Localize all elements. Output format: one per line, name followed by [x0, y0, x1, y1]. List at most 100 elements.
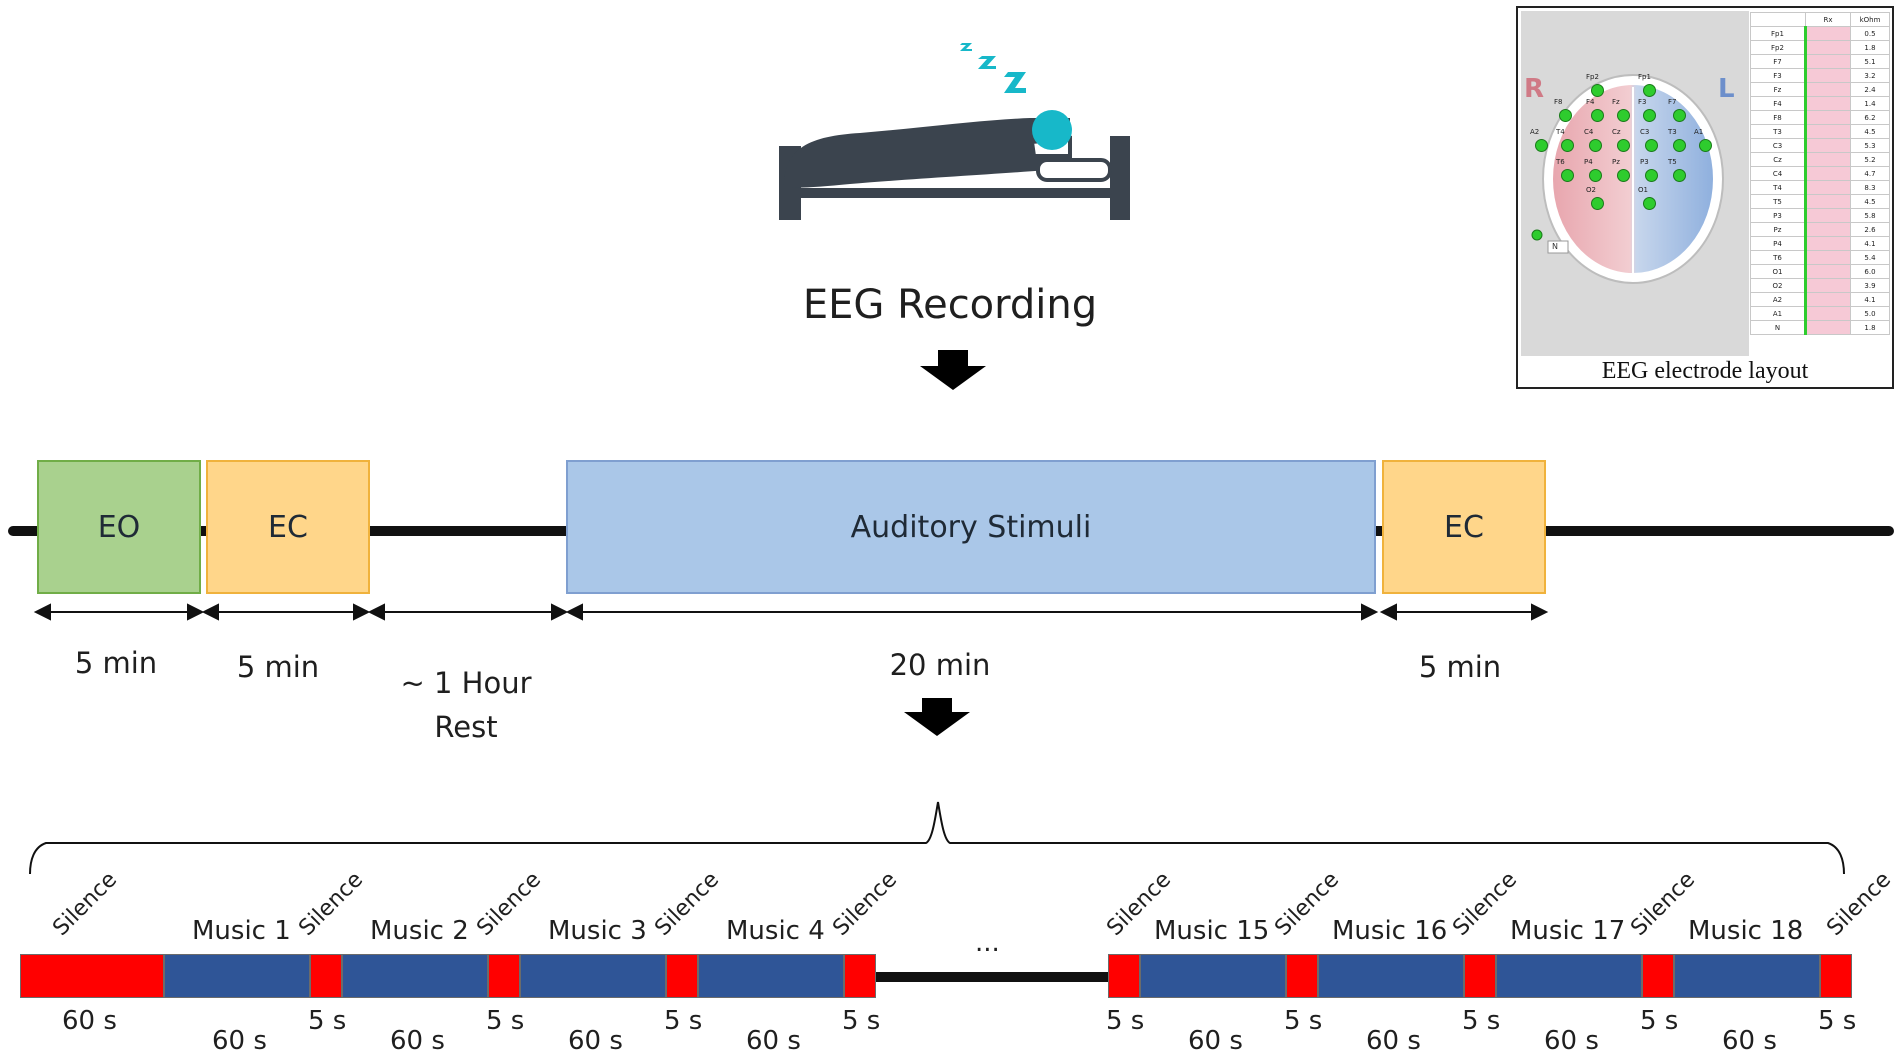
- electrode-label: T3: [1668, 128, 1677, 136]
- head-icon: [1032, 110, 1072, 150]
- electrode-o1: [1643, 197, 1656, 210]
- impedance-value: 8.3: [1850, 180, 1890, 195]
- music-label: Music 17: [1510, 916, 1626, 946]
- impedance-bar: [1804, 54, 1851, 69]
- electrode-c3: [1645, 139, 1658, 152]
- impedance-bar: [1804, 236, 1851, 251]
- electrode-label: T6: [1556, 158, 1565, 166]
- impedance-electrode: Cz: [1750, 152, 1806, 167]
- music-segment: [1140, 954, 1286, 998]
- electrode-t6: [1561, 169, 1574, 182]
- electrode-f8: [1559, 109, 1572, 122]
- electrode-f3: [1643, 109, 1656, 122]
- sleep-illustration: [779, 43, 1130, 220]
- impedance-bar: [1804, 306, 1851, 321]
- electrode-label: P3: [1640, 158, 1649, 166]
- impedance-electrode: A1: [1750, 306, 1806, 321]
- silence-segment: [1286, 954, 1318, 998]
- electrode-o2: [1591, 197, 1604, 210]
- impedance-electrode: O2: [1750, 278, 1806, 293]
- impedance-electrode: A2: [1750, 292, 1806, 307]
- impedance-bar: [1804, 320, 1851, 335]
- electrode-fp2: [1591, 84, 1604, 97]
- music-duration: 60 s: [212, 1026, 267, 1056]
- impedance-value: 5.8: [1850, 208, 1890, 223]
- gap-duration: 5 s: [1106, 1006, 1145, 1036]
- ec-block-1: EC: [206, 460, 370, 594]
- expansion-brace: [29, 801, 1845, 875]
- impedance-value: 5.4: [1850, 250, 1890, 265]
- music-label: Music 4: [726, 916, 825, 946]
- impedance-electrode: T3: [1750, 124, 1806, 139]
- impedance-value: 1.4: [1850, 96, 1890, 111]
- impedance-value: 5.1: [1850, 54, 1890, 69]
- impedance-electrode: F7: [1750, 54, 1806, 69]
- impedance-bar: [1804, 194, 1851, 209]
- electrode-label: O1: [1638, 186, 1648, 194]
- impedance-row: T3 4.5: [1750, 124, 1890, 139]
- impedance-value: 2.4: [1850, 82, 1890, 97]
- impedance-bar: [1804, 124, 1851, 139]
- electrode-label: F8: [1554, 98, 1563, 106]
- silence-segment: [1642, 954, 1674, 998]
- impedance-electrode: F4: [1750, 96, 1806, 111]
- electrode-label: Pz: [1612, 158, 1620, 166]
- impedance-value: 0.5: [1850, 26, 1890, 41]
- gap-duration: 5 s: [1462, 1006, 1501, 1036]
- electrode-f7: [1673, 109, 1686, 122]
- electrode-label: Cz: [1612, 128, 1621, 136]
- impedance-electrode: F8: [1750, 110, 1806, 125]
- impedance-electrode: O1: [1750, 264, 1806, 279]
- impedance-electrode: T4: [1750, 180, 1806, 195]
- music-segment: [164, 954, 310, 998]
- impedance-bar: [1804, 40, 1851, 55]
- impedance-header-kohm: kOhm: [1850, 12, 1890, 27]
- auditory-stimuli-block: Auditory Stimuli: [566, 460, 1376, 594]
- impedance-electrode: Fz: [1750, 82, 1806, 97]
- electrode-label: C4: [1584, 128, 1594, 136]
- electrode-label: C3: [1640, 128, 1650, 136]
- gap-duration: 5 s: [842, 1006, 881, 1036]
- silence-segment: [310, 954, 342, 998]
- electrode-label: F3: [1638, 98, 1647, 106]
- music-label: Music 2: [370, 916, 469, 946]
- hemisphere-left-label: L: [1718, 74, 1735, 104]
- impedance-electrode: C4: [1750, 166, 1806, 181]
- impedance-bar: [1804, 264, 1851, 279]
- music-label: Music 15: [1154, 916, 1270, 946]
- head-montage: [1531, 74, 1724, 284]
- impedance-electrode: Fp1: [1750, 26, 1806, 41]
- electrode-label: Fz: [1612, 98, 1620, 106]
- bed-icon: [779, 118, 1130, 220]
- electrode-t3: [1673, 139, 1686, 152]
- electrode-a2: [1535, 139, 1548, 152]
- impedance-value: 1.8: [1850, 320, 1890, 335]
- music-duration: 60 s: [1366, 1026, 1421, 1056]
- reference-label: N: [1552, 242, 1558, 251]
- electrode-label: T4: [1556, 128, 1565, 136]
- impedance-bar: [1804, 96, 1851, 111]
- down-arrow-icon: [904, 698, 970, 736]
- impedance-electrode: T5: [1750, 194, 1806, 209]
- impedance-value: 4.5: [1850, 124, 1890, 139]
- impedance-value: 4.1: [1850, 236, 1890, 251]
- silence-segment: [1464, 954, 1496, 998]
- music-duration: 60 s: [1544, 1026, 1599, 1056]
- impedance-bar: [1804, 180, 1851, 195]
- impedance-value: 1.8: [1850, 40, 1890, 55]
- electrode-pz: [1617, 169, 1630, 182]
- electrode-p3: [1645, 169, 1658, 182]
- music-duration: 60 s: [1188, 1026, 1243, 1056]
- rest-duration-line2: Rest: [434, 710, 498, 744]
